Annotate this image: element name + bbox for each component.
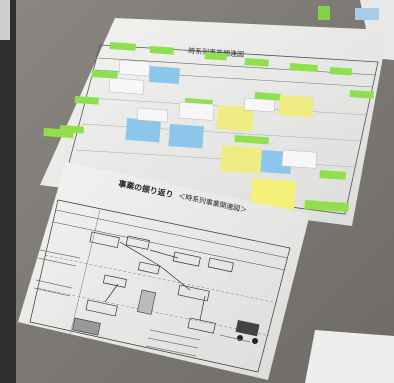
green-tag bbox=[149, 46, 174, 55]
green-sticky-note bbox=[318, 6, 330, 20]
left-edge bbox=[0, 0, 16, 383]
blue-sticky-note bbox=[125, 118, 161, 143]
green-tag bbox=[74, 96, 99, 105]
yellow-sticky-note bbox=[220, 145, 262, 174]
green-tag bbox=[109, 42, 136, 51]
green-tag bbox=[204, 52, 227, 61]
white-note bbox=[118, 59, 151, 77]
left-edge-highlight bbox=[0, 0, 10, 40]
top-sheet: 時系列事業関連図 bbox=[40, 18, 388, 226]
green-tag bbox=[234, 135, 269, 145]
yellow-sticky-note bbox=[278, 95, 314, 118]
corner-paper bbox=[305, 330, 394, 383]
blue-sticky-note bbox=[168, 124, 204, 149]
green-tag bbox=[289, 63, 318, 72]
green-tag bbox=[244, 58, 269, 67]
white-note bbox=[108, 77, 145, 95]
green-tag bbox=[91, 69, 118, 79]
white-note bbox=[136, 107, 169, 123]
white-note bbox=[178, 101, 215, 121]
top-sheet-frame bbox=[64, 44, 379, 215]
white-note bbox=[243, 97, 276, 113]
top-sheet-title: 時系列事業関連図 bbox=[188, 46, 244, 59]
green-tag bbox=[319, 170, 346, 180]
blue-sticky-note bbox=[355, 8, 379, 20]
box-pictogram bbox=[72, 317, 101, 336]
bottom-sheet-frame bbox=[29, 199, 291, 373]
green-tag bbox=[329, 66, 352, 76]
green-tag bbox=[254, 92, 281, 101]
truck-pictogram bbox=[235, 320, 260, 337]
blue-sticky-note bbox=[148, 66, 180, 85]
yellow-sticky-note bbox=[249, 178, 296, 211]
green-tag bbox=[43, 128, 74, 139]
white-note bbox=[281, 149, 318, 169]
bottom-sheet: 事業の振り返り ＜時系列事業関連図＞ bbox=[18, 162, 310, 380]
green-tag bbox=[349, 90, 374, 99]
phone-pictogram bbox=[137, 289, 157, 315]
yellow-sticky-note bbox=[216, 105, 254, 132]
green-tag bbox=[304, 200, 349, 213]
